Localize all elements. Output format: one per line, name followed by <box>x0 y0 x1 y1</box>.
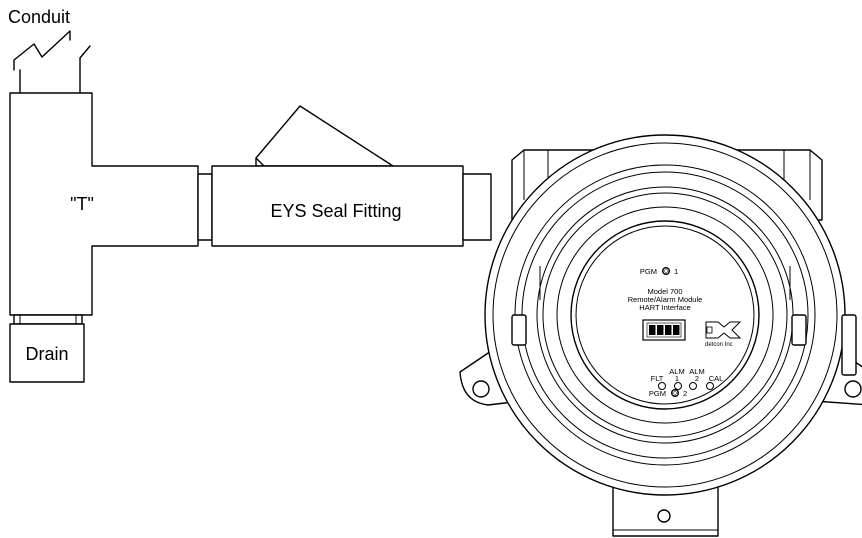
module-face: PGM 1 Model 700 Remote/Alarm Module HART… <box>628 266 742 398</box>
cal-led <box>706 382 714 390</box>
alm2-label: ALM <box>689 367 704 376</box>
seal-label: EYS Seal Fitting <box>270 201 401 221</box>
flt-label: FLT <box>651 374 664 383</box>
pgm1-magnet-icon <box>661 266 671 276</box>
alm1-led <box>674 382 682 390</box>
alm1-number: 1 <box>675 374 679 383</box>
alm1-label: ALM <box>669 367 684 376</box>
tee-label: "T" <box>70 194 94 214</box>
tee-fitting <box>9 92 199 316</box>
drain-label: Drain <box>25 344 68 364</box>
nipple-left <box>197 173 213 241</box>
pgm1-label: PGM <box>640 267 657 276</box>
eys-seal-fitting <box>211 105 464 247</box>
conduit-pipe <box>13 30 91 94</box>
enclosure <box>459 134 862 537</box>
pgm2-label: PGM <box>649 389 666 398</box>
pgm2-magnet-icon <box>670 388 680 398</box>
pgm2-number: 2 <box>683 389 687 398</box>
led-display <box>642 319 686 341</box>
cal-label: CAL <box>709 374 724 383</box>
model-label: Model 700 <box>647 287 682 296</box>
alm2-led <box>689 382 697 390</box>
alm2-number: 2 <box>695 374 699 383</box>
drain-fitting <box>9 314 85 383</box>
nipple-right <box>462 173 492 241</box>
interface-label: HART Interface <box>639 303 690 312</box>
detcon-logo: detcon Inc <box>705 321 742 348</box>
flt-led <box>658 382 666 390</box>
module-name: Remote/Alarm Module <box>628 295 703 304</box>
pgm1-number: 1 <box>674 267 678 276</box>
logo-text: detcon Inc <box>705 342 733 348</box>
conduit-label: Conduit <box>8 7 70 27</box>
